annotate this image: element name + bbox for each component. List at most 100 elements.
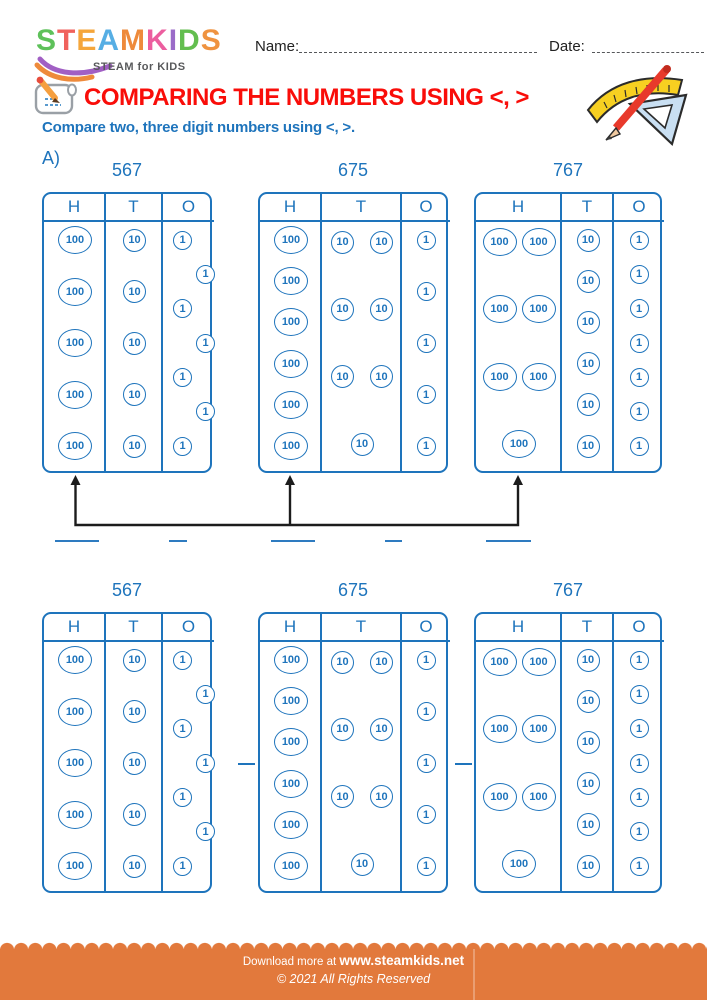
column-header-H: H (44, 194, 104, 222)
answer-blank-number[interactable] (271, 540, 315, 542)
table-number-label: 675 (337, 160, 369, 180)
place-value-disc-1: 1 (629, 402, 649, 422)
place-value-disc-1: 1 (196, 822, 215, 842)
place-value-disc-100: 100 (274, 728, 308, 757)
place-value-disc-100: 100 (521, 228, 556, 256)
column-header-H: H (44, 614, 104, 642)
place-value-disc-100: 100 (58, 277, 92, 306)
table-number-label: 767 (552, 160, 584, 180)
logo-letter: I (168, 24, 179, 57)
answer-blank-symbol[interactable] (385, 540, 402, 542)
place-value-disc-10: 10 (331, 650, 354, 674)
logo-tagline: STEAM for KIDS (93, 61, 186, 73)
page-subtitle: Compare two, three digit numbers using <… (42, 119, 355, 136)
place-value-disc-100: 100 (58, 646, 92, 674)
comparison-dash[interactable] (455, 763, 472, 765)
date-input-line[interactable] (592, 38, 704, 53)
footer-divider (473, 949, 475, 1000)
place-value-disc-100: 100 (482, 715, 517, 744)
place-value-disc-10: 10 (370, 785, 393, 809)
place-value-disc-100: 100 (58, 432, 92, 460)
column-header-T: T (322, 194, 400, 222)
table-number-label: 567 (111, 160, 143, 180)
place-value-disc-10: 10 (576, 310, 600, 334)
place-value-disc-1: 1 (173, 299, 192, 319)
place-value-disc-1: 1 (629, 856, 649, 876)
place-value-disc-1: 1 (416, 333, 436, 353)
table-column-H: H (476, 614, 562, 891)
table-column-T: T (322, 614, 402, 891)
place-value-disc-10: 10 (331, 717, 354, 741)
place-value-disc-100: 100 (274, 226, 308, 254)
logo-letter: M (120, 24, 147, 57)
comparison-arrows (70, 475, 523, 527)
answer-blank-number[interactable] (486, 540, 531, 542)
table-column-H: H (476, 194, 562, 471)
place-value-disc-100: 100 (521, 782, 556, 811)
column-header-H: H (260, 614, 320, 642)
logo-swoosh-icon (34, 56, 113, 82)
place-value-disc-1: 1 (416, 805, 436, 824)
place-value-disc-100: 100 (521, 362, 556, 391)
column-header-O: O (614, 614, 664, 642)
place-value-disc-100: 100 (482, 648, 517, 676)
place-value-disc-10: 10 (576, 689, 600, 713)
logo-letter: K (146, 24, 169, 57)
column-header-T: T (562, 194, 612, 222)
place-value-disc-1: 1 (173, 436, 192, 456)
table-column-T: T (322, 194, 402, 471)
footer-scallop-edge (0, 941, 707, 950)
place-value-disc-10: 10 (576, 393, 600, 417)
place-value-disc-100: 100 (482, 228, 517, 256)
place-value-disc-10: 10 (576, 854, 600, 878)
table-column-T: T (562, 194, 614, 471)
place-value-disc-1: 1 (196, 402, 215, 422)
place-value-disc-1: 1 (196, 264, 215, 284)
place-value-disc-1: 1 (416, 650, 436, 670)
place-value-disc-10: 10 (370, 230, 393, 254)
place-value-disc-10: 10 (576, 352, 600, 376)
place-value-disc-10: 10 (123, 434, 146, 458)
column-header-H: H (260, 194, 320, 222)
place-value-disc-100: 100 (274, 267, 308, 296)
place-value-disc-10: 10 (123, 648, 146, 672)
place-value-disc-1: 1 (173, 650, 192, 670)
place-value-disc-10: 10 (576, 269, 600, 293)
comparison-dash[interactable] (238, 763, 255, 765)
place-value-disc-100: 100 (482, 295, 517, 324)
place-value-disc-10: 10 (576, 813, 600, 837)
table-number-label: 675 (337, 580, 369, 600)
place-value-disc-10: 10 (370, 717, 393, 741)
answer-blank-symbol[interactable] (169, 540, 187, 542)
place-value-disc-10: 10 (576, 648, 600, 672)
place-value-disc-1: 1 (629, 436, 649, 456)
answer-blank-number[interactable] (55, 540, 99, 542)
footer-website-link[interactable]: www.steamkids.net (339, 953, 465, 968)
place-value-disc-100: 100 (274, 390, 308, 419)
place-value-disc-100: 100 (482, 362, 517, 391)
place-value-disc-100: 100 (502, 430, 536, 458)
page-title: COMPARING THE NUMBERS USING <, > (84, 84, 529, 111)
place-value-disc-1: 1 (629, 299, 649, 319)
place-value-disc-100: 100 (521, 295, 556, 324)
place-value-disc-100: 100 (274, 349, 308, 378)
place-value-disc-1: 1 (416, 753, 436, 773)
scroll-pencil-icon (34, 76, 77, 115)
place-value-disc-100: 100 (274, 687, 308, 716)
place-value-disc-10: 10 (123, 331, 146, 355)
column-header-T: T (106, 614, 161, 642)
place-value-disc-100: 100 (502, 850, 536, 878)
column-header-H: H (476, 614, 560, 642)
place-value-disc-100: 100 (274, 852, 308, 880)
column-header-T: T (562, 614, 612, 642)
place-value-disc-10: 10 (123, 751, 146, 775)
name-input-line[interactable] (299, 38, 537, 53)
place-value-disc-1: 1 (629, 230, 649, 250)
date-label: Date: (549, 38, 585, 55)
place-value-disc-1: 1 (173, 230, 192, 250)
place-value-disc-1: 1 (416, 856, 436, 876)
place-value-disc-100: 100 (521, 715, 556, 744)
table-column-O: O (402, 194, 450, 471)
